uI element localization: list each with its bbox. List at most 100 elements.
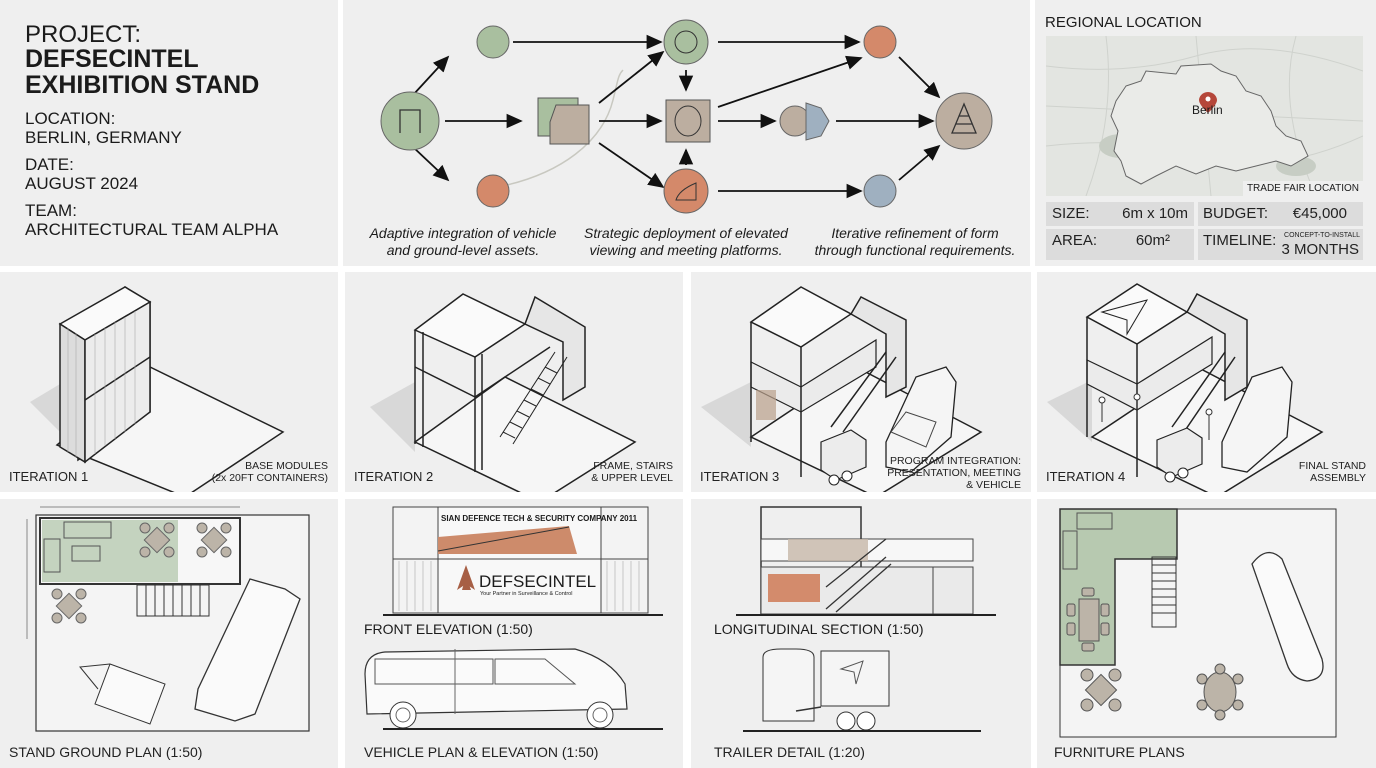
iteration-2-desc: FRAME, STAIRS & UPPER LEVEL xyxy=(591,460,673,484)
iteration-1-drawing xyxy=(30,286,285,492)
van xyxy=(1221,366,1293,473)
regional-title: REGIONAL LOCATION xyxy=(1045,14,1202,31)
square-table-set xyxy=(1080,668,1122,712)
project-name-line1: DEFSECINTEL xyxy=(25,45,199,73)
wheel xyxy=(586,701,614,729)
brand-name: DEFSECINTEL xyxy=(479,572,597,591)
stat-area: AREA: 60m² xyxy=(1046,229,1194,260)
map-caption: TRADE FAIR LOCATION xyxy=(1242,181,1363,196)
van xyxy=(885,366,957,473)
ground-plan-panel: STAND GROUND PLAN (1:50) xyxy=(0,499,338,768)
concept-flow-diagram xyxy=(380,19,993,214)
ground-plan-label: STAND GROUND PLAN (1:50) xyxy=(9,744,203,760)
location-pin-icon xyxy=(1199,92,1217,113)
visitors xyxy=(1098,393,1213,440)
wheel xyxy=(836,711,856,731)
stat-timeline: TIMELINE: CONCEPT-TO-INSTALL 3 MONTHS xyxy=(1198,229,1363,260)
front-elevation-drawing xyxy=(364,506,663,730)
table-sets xyxy=(51,522,232,624)
date-label: DATE: xyxy=(25,155,74,174)
van-plan xyxy=(194,578,301,722)
location-map[interactable]: Berlin TRADE FAIR LOCATION xyxy=(1046,36,1363,196)
iteration-4-label: ITERATION 4 xyxy=(1046,469,1126,484)
wheel xyxy=(389,701,417,729)
container-end xyxy=(59,322,86,464)
wheel xyxy=(856,711,876,731)
node-green-small xyxy=(476,25,510,59)
iteration-1-desc: BASE MODULES (2x 20FT CONTAINERS) xyxy=(211,460,328,484)
trailer-label: TRAILER DETAIL (1:20) xyxy=(714,744,865,760)
gate-icon xyxy=(399,109,421,133)
node-blue-pentagon xyxy=(805,102,830,141)
meeting-table xyxy=(1066,587,1110,652)
trailer xyxy=(820,429,867,481)
steel-frame xyxy=(414,295,586,472)
van-elevation xyxy=(364,648,628,715)
section-label: LONGITUDINAL SECTION (1:50) xyxy=(714,621,924,637)
cycle-icon xyxy=(674,30,698,54)
date-value: AUGUST 2024 xyxy=(25,174,139,193)
core-circle-icon xyxy=(674,105,702,137)
container-side xyxy=(84,300,151,464)
node-green-large xyxy=(663,19,709,65)
iteration-4-drawing xyxy=(1047,283,1324,492)
iteration-1-label: ITERATION 1 xyxy=(9,469,89,484)
caption-1: Adaptive integration of vehicle and grou… xyxy=(369,225,557,258)
faint-curve xyxy=(492,69,624,189)
pyramid-icon xyxy=(951,102,977,134)
stair-plan xyxy=(1151,556,1177,628)
brand-tagline: Your Partner in Surveillance & Control xyxy=(480,591,573,597)
trailer-plan xyxy=(94,663,166,725)
project-label: PROJECT: xyxy=(25,21,142,48)
node-orange-small xyxy=(476,174,510,208)
front-elevation-label: FRONT ELEVATION (1:50) xyxy=(364,621,533,637)
iteration-3-drawing xyxy=(701,286,983,492)
trailer-rear-view xyxy=(762,648,815,722)
team-label: TEAM: xyxy=(25,201,77,220)
node-core xyxy=(665,99,711,143)
project-name-line2: EXHIBITION STAND xyxy=(25,71,260,99)
section-stair xyxy=(825,538,892,613)
ground-plan-drawing xyxy=(26,506,310,732)
presentation-screen xyxy=(768,574,820,602)
node-origin xyxy=(380,91,440,151)
upper-deck xyxy=(413,293,527,358)
section-panel: LONGITUDINAL SECTION (1:50) TRAILER DETA… xyxy=(691,499,1031,768)
caption-2: Strategic deployment of elevated viewing… xyxy=(584,225,788,258)
brand-arrow-trailer xyxy=(839,660,864,685)
stat-size: SIZE: 6m x 10m xyxy=(1046,202,1194,226)
round-table-set xyxy=(1196,663,1244,721)
berlin-boundary xyxy=(1110,63,1309,185)
node-final xyxy=(935,92,993,150)
team-value: ARCHITECTURAL TEAM ALPHA xyxy=(25,220,279,239)
presentation-screen xyxy=(756,390,776,420)
location-value: BERLIN, GERMANY xyxy=(25,128,182,147)
banner-text: SIAN DEFENCE TECH & SECURITY COMPANY 201… xyxy=(441,514,638,523)
iteration-3-label: ITERATION 3 xyxy=(700,469,780,484)
section-drawing xyxy=(736,506,996,732)
furniture-plan-drawing xyxy=(1059,508,1337,738)
furniture-panel: FURNITURE PLANS xyxy=(1037,499,1376,768)
staircase xyxy=(499,351,568,445)
iteration-2-label: ITERATION 2 xyxy=(354,469,434,484)
iteration-4-panel: ITERATION 4 FINAL STAND ASSEMBLY xyxy=(1037,272,1376,492)
regional-location-panel: REGIONAL LOCATION Berlin TRADE FAIR LOCA… xyxy=(1035,0,1376,266)
ramp-icon xyxy=(675,182,697,201)
iteration-3-desc: PROGRAM INTEGRATION: PRESENTATION, MEETI… xyxy=(887,455,1021,491)
location-label: LOCATION: xyxy=(25,109,116,128)
elevation-panel: SIAN DEFENCE TECH & SECURITY COMPANY 201… xyxy=(345,499,683,768)
iteration-2-panel: ITERATION 2 FRAME, STAIRS & UPPER LEVEL xyxy=(345,272,683,492)
concept-diagram-panel: Adaptive integration of vehicle and grou… xyxy=(343,0,1030,266)
node-orange-large xyxy=(663,168,709,214)
van-plan xyxy=(1251,552,1324,682)
map-city-label: Berlin xyxy=(1192,103,1223,117)
vehicle-label: VEHICLE PLAN & ELEVATION (1:50) xyxy=(364,744,599,760)
banner-graphic xyxy=(438,526,577,554)
stair-plan xyxy=(136,584,210,617)
project-info-panel: PROJECT: DEFSECINTEL EXHIBITION STAND LO… xyxy=(0,0,338,266)
node-orange-right xyxy=(863,25,897,59)
iteration-4-desc: FINAL STAND ASSEMBLY xyxy=(1298,460,1366,484)
iteration-1-panel: ITERATION 1 BASE MODULES (2x 20FT CONTAI… xyxy=(0,272,338,492)
furniture-label: FURNITURE PLANS xyxy=(1054,744,1185,760)
flow-arrows xyxy=(412,34,941,199)
